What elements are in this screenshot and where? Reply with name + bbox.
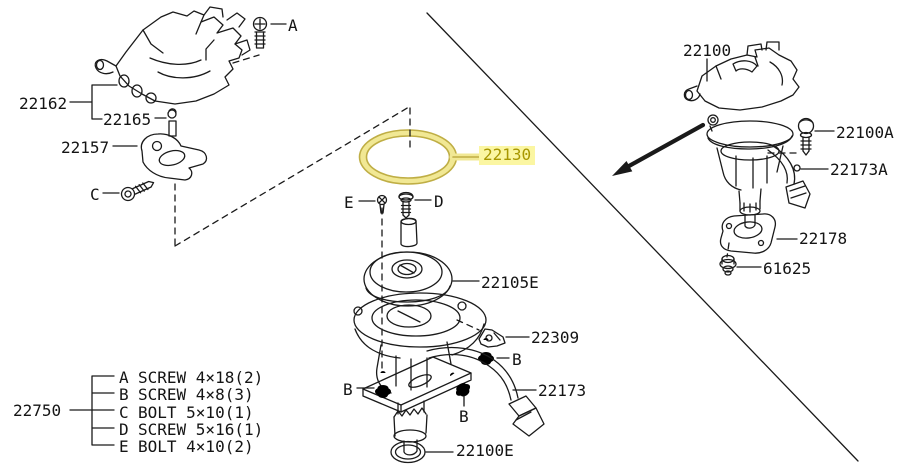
fastener-legend: A SCREW 4×18(2) B SCREW 4×8(3) C BOLT 5×10(…	[119, 368, 264, 456]
legend-desc: SCREW 5×16(1)	[138, 419, 264, 439]
legend-row-b: B SCREW 4×8(3)	[119, 385, 263, 405]
legend-row-c: C BOLT 5×10(1)	[119, 402, 263, 422]
cap-clip-drawing	[167, 108, 177, 137]
fastener-ref-b-lower: B	[459, 407, 469, 426]
fastener-ref-c: C	[90, 185, 100, 204]
distributor-body-drawing	[353, 251, 487, 456]
callout-gasket-bolt[interactable]: 61625	[763, 259, 812, 278]
legend-desc: BOLT 4×10(2)	[138, 437, 254, 456]
legend-key: B	[119, 385, 129, 405]
distributor-assembly-drawing	[683, 41, 811, 229]
callout-assembly-harness[interactable]: 22173A	[830, 160, 888, 179]
rotor-drawing	[140, 133, 208, 181]
screw-d-drawing	[398, 191, 414, 219]
bracket-drawing	[478, 328, 506, 348]
gasket-bolt-drawing	[719, 254, 737, 276]
callout-distributor-assembly[interactable]: 22100	[683, 41, 732, 60]
legend-row-d: D SCREW 5×16(1)	[119, 419, 264, 439]
leader-lines	[69, 23, 835, 453]
direction-arrow	[612, 122, 706, 176]
legend-desc: BOLT 5×10(1)	[138, 402, 254, 422]
callout-bracket[interactable]: 22309	[531, 328, 580, 347]
diagonal-separator-line	[426, 12, 859, 462]
legend-row-e: E BOLT 4×10(2)	[119, 437, 263, 456]
legend-key: A	[119, 368, 129, 387]
fastener-ref-b-left: B	[343, 380, 353, 399]
legend-desc: SCREW 4×8(3)	[138, 385, 254, 405]
mounting-gasket-drawing	[719, 213, 777, 254]
fastener-ref-d: D	[434, 192, 444, 211]
callout-harness[interactable]: 22173	[538, 381, 587, 400]
callout-distributor-body[interactable]: 22105E	[481, 273, 539, 292]
distributor-cap-drawing	[94, 6, 251, 105]
shaft-oring-drawing	[390, 440, 426, 464]
callout-assembly-screw[interactable]: 22100A	[836, 123, 894, 142]
callout-mounting-gasket[interactable]: 22178	[799, 229, 848, 248]
shaft-pin-drawing	[400, 217, 418, 248]
bolt-c-drawing	[120, 180, 155, 202]
assembly-dashed-lines	[174, 54, 800, 369]
assembly-screw-drawing	[797, 117, 815, 156]
cap-oring-highlighted[interactable]	[358, 129, 485, 185]
fastener-ref-e: E	[344, 193, 354, 212]
legend-key: C	[119, 402, 129, 422]
harness-drawing	[426, 346, 545, 437]
legend-key: E	[119, 437, 129, 456]
fastener-ref-b-right: B	[512, 350, 522, 369]
legend-desc: SCREW 4×18(2)	[138, 368, 264, 387]
legend-row-a: A SCREW 4×18(2)	[119, 368, 264, 387]
callout-hardware-set[interactable]: 22750	[13, 401, 62, 420]
callout-shaft-oring[interactable]: 22100E	[456, 441, 514, 460]
callout-rotor[interactable]: 22157	[61, 138, 110, 157]
fastener-ref-a: A	[288, 16, 298, 35]
bolt-e-drawing	[376, 194, 388, 214]
callout-cap-clip[interactable]: 22165	[103, 110, 152, 129]
legend-key: D	[119, 419, 129, 439]
callout-cap-oring-selected[interactable]: 22130	[479, 146, 536, 165]
callout-cap[interactable]: 22162	[19, 94, 68, 113]
screw-a-drawing	[252, 16, 268, 49]
